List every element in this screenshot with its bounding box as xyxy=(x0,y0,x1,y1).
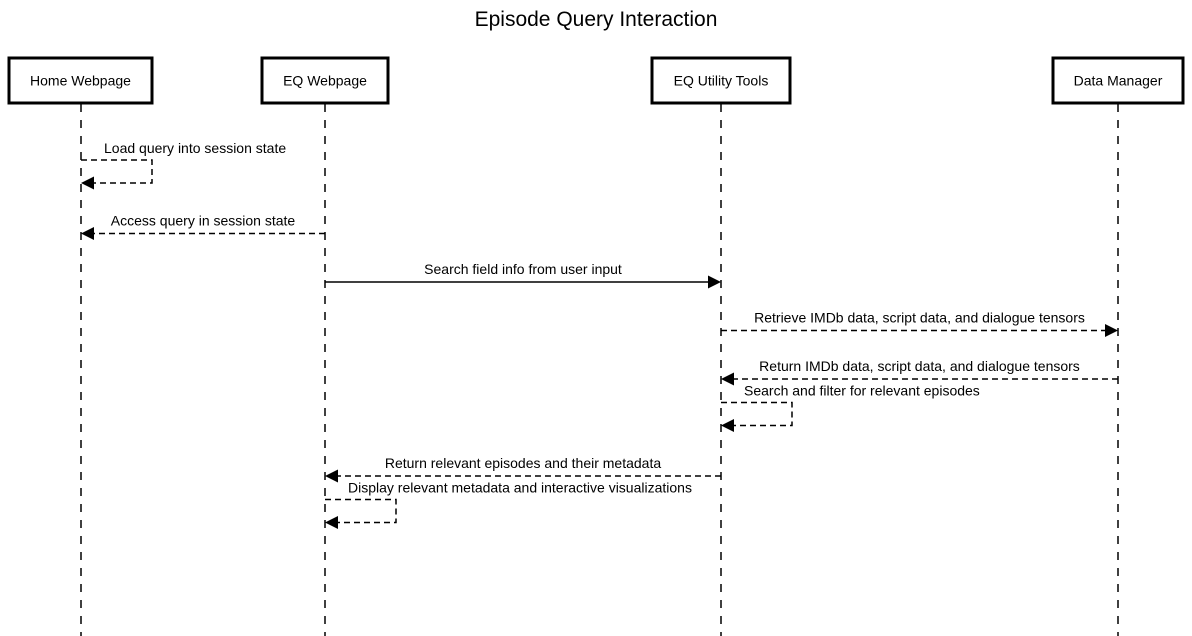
message-label: Search and filter for relevant episodes xyxy=(744,383,980,399)
participant-box xyxy=(1051,56,1185,105)
message-label: Return relevant episodes and their metad… xyxy=(385,455,661,471)
arrow-head xyxy=(1105,324,1118,337)
participant-box xyxy=(7,56,154,105)
message-7: Return relevant episodes and their metad… xyxy=(325,455,721,483)
participant-tools: EQ Utility Tools xyxy=(650,56,792,105)
arrow-head xyxy=(81,227,94,240)
message-4: Retrieve IMDb data, script data, and dia… xyxy=(721,310,1118,337)
participant-label: Home Webpage xyxy=(30,73,131,89)
arrow-head xyxy=(325,516,338,529)
message-2: Access query in session state xyxy=(81,213,325,240)
message-1: Load query into session state xyxy=(81,140,286,190)
arrow-head xyxy=(325,469,338,483)
participant-home: Home Webpage xyxy=(7,56,154,105)
participants: Home Webpage EQ Webpage EQ Utility Tools Da… xyxy=(7,56,1185,105)
arrow-head xyxy=(721,419,734,432)
message-3: Search field info from user input xyxy=(325,261,721,289)
participant-eqweb: EQ Webpage xyxy=(260,56,390,105)
message-label: Retrieve IMDb data, script data, and dia… xyxy=(754,310,1085,326)
message-label: Search field info from user input xyxy=(424,261,622,277)
participant-label: Data Manager xyxy=(1074,73,1163,89)
arrow-head xyxy=(81,176,94,190)
message-label: Access query in session state xyxy=(111,213,296,229)
message-line xyxy=(721,401,793,427)
message-6: Search and filter for relevant episodes xyxy=(721,383,980,432)
message-8: Display relevant metadata and interactiv… xyxy=(325,480,692,529)
message-line xyxy=(325,498,397,524)
participant-box xyxy=(650,56,792,105)
participant-data: Data Manager xyxy=(1051,56,1185,105)
participant-label: EQ Utility Tools xyxy=(674,73,769,89)
message-label: Display relevant metadata and interactiv… xyxy=(348,480,692,496)
message-5: Return IMDb data, script data, and dialo… xyxy=(721,358,1118,386)
arrow-head xyxy=(708,275,721,289)
participant-box xyxy=(260,56,390,105)
arrow-head xyxy=(721,372,734,386)
participant-label: EQ Webpage xyxy=(283,73,367,89)
message-label: Load query into session state xyxy=(104,140,286,156)
diagram-title: Episode Query Interaction xyxy=(475,8,718,31)
message-line xyxy=(81,159,153,184)
message-label: Return IMDb data, script data, and dialo… xyxy=(759,358,1080,374)
